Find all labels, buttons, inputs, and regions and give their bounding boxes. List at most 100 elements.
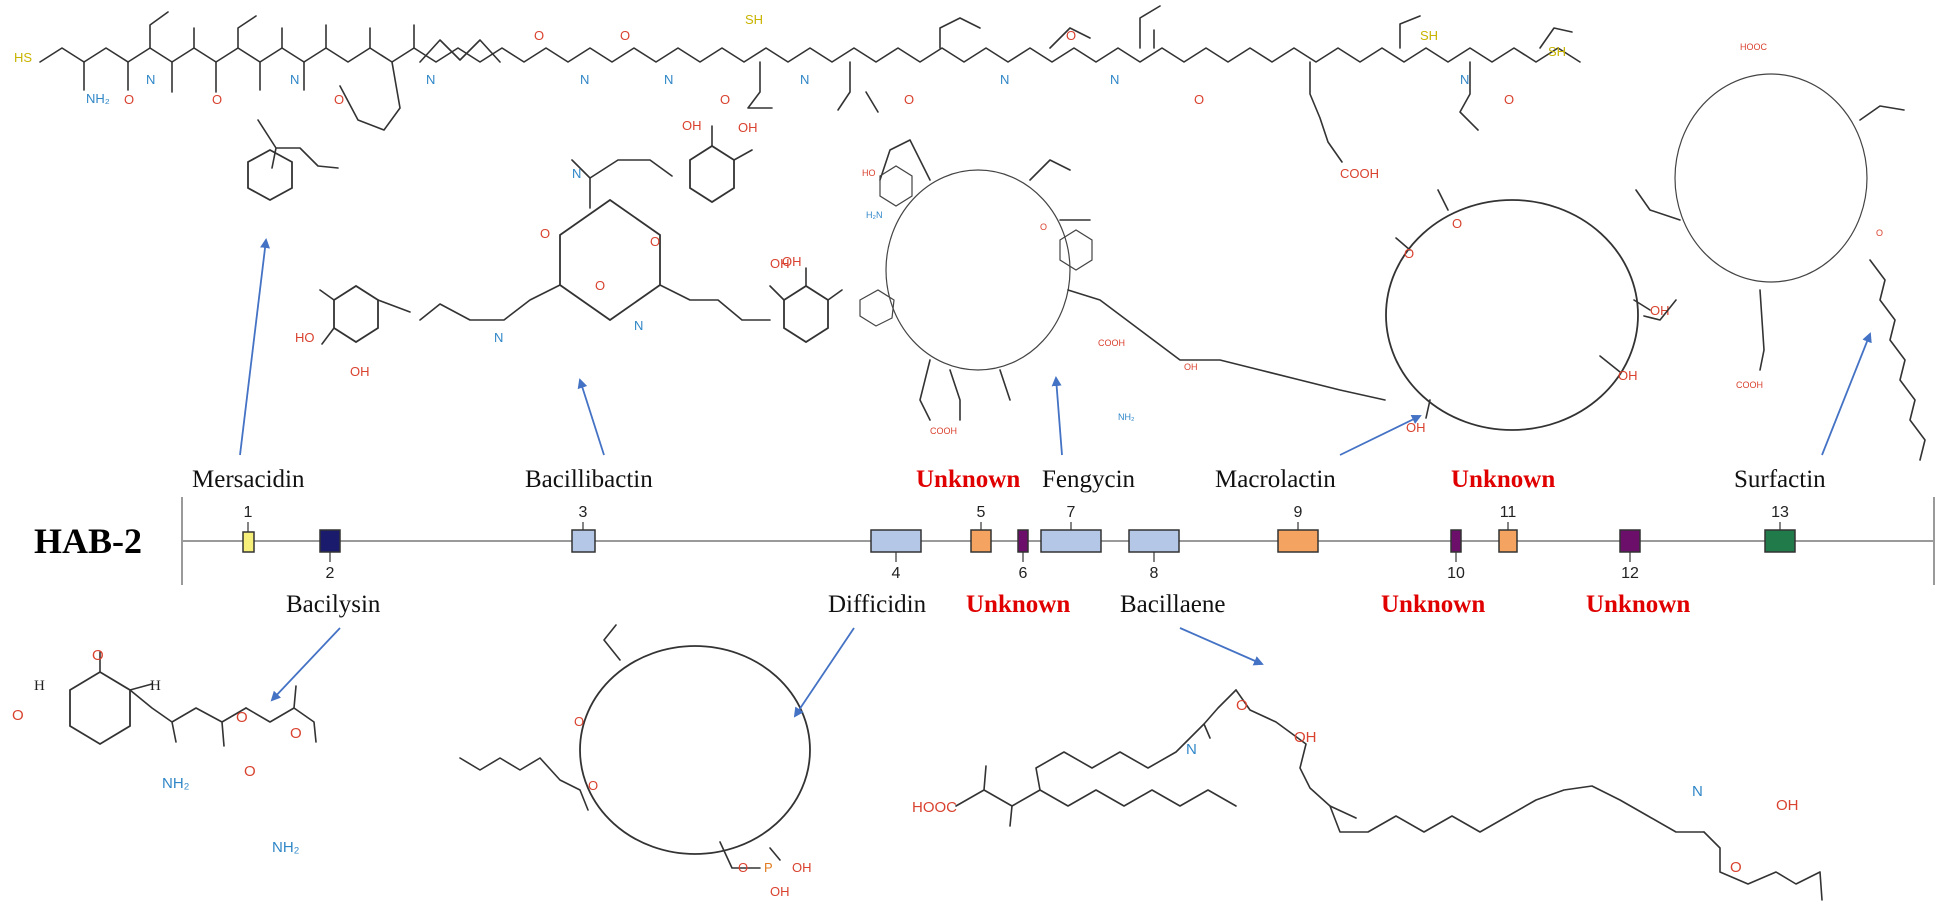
arrows — [239, 238, 1872, 718]
cooh-atom-label: COOH — [1098, 338, 1125, 348]
cluster-number: 9 — [1294, 504, 1303, 521]
sh-atom-label: SH — [1420, 28, 1438, 43]
oh-atom-label: OH — [1294, 729, 1317, 746]
cluster-10: 10 — [1447, 529, 1465, 582]
n-atom-label: N — [572, 166, 581, 181]
o-atom-label: O — [1236, 697, 1248, 714]
o-atom-label: O — [1452, 216, 1462, 231]
mersacidin-structure: HS NH₂ O N O N O N O N O N O SH N O N O … — [14, 5, 1581, 202]
n-atom-label: N — [664, 72, 673, 87]
cluster-number: 8 — [1150, 565, 1159, 582]
cluster-box — [1764, 529, 1796, 553]
bacilysin-structure: O H H O NH₂ O O O NH₂ — [12, 647, 317, 856]
label-fengycin: Fengycin — [1042, 466, 1136, 493]
cluster-box — [1498, 529, 1518, 553]
cluster-box — [571, 529, 596, 553]
cooh-atom-label: COOH — [1340, 166, 1379, 181]
o-atom-label: O — [244, 763, 256, 780]
o-atom-label: O — [1194, 92, 1204, 107]
sh-atom-label: SH — [745, 12, 763, 27]
oh-atom-label: OH — [682, 118, 702, 133]
oh-atom-label: OH — [770, 256, 790, 271]
o-atom-label: O — [1040, 222, 1047, 232]
cluster-number: 7 — [1067, 504, 1076, 521]
cluster-12: 12 — [1619, 529, 1641, 582]
label-unknown-11: Unknown — [1451, 466, 1555, 493]
cooh-atom-label: COOH — [1736, 380, 1763, 390]
n-atom-label: N — [634, 318, 643, 333]
o-atom-label: O — [720, 92, 730, 107]
arrow-difficidin — [793, 627, 855, 718]
nh2-atom-label: NH₂ — [272, 839, 300, 856]
o-atom-label: O — [1504, 92, 1514, 107]
cluster-number: 4 — [892, 565, 901, 582]
cluster-box — [1277, 529, 1319, 553]
arrow-fengycin — [1051, 376, 1063, 456]
strain-label: HAB-2 — [34, 521, 142, 561]
macrolactin-structure: O O OH OH OH — [1385, 189, 1670, 435]
h-atom-label: H — [34, 678, 45, 694]
o-atom-label: O — [1404, 246, 1414, 261]
cluster-number: 1 — [244, 504, 253, 521]
cluster-box — [319, 529, 341, 553]
oh-atom-label: OH — [770, 884, 790, 899]
n-atom-label: N — [800, 72, 809, 87]
cluster-8: 8 — [1128, 529, 1180, 582]
o-atom-label: O — [534, 28, 544, 43]
n-atom-label: N — [146, 72, 155, 87]
label-mersacidin: Mersacidin — [192, 466, 305, 493]
cluster-number: 10 — [1447, 565, 1465, 582]
cluster-number: 3 — [579, 504, 588, 521]
oh-atom-label: OH — [792, 860, 812, 875]
label-bacillibactin: Bacillibactin — [525, 466, 653, 493]
o-atom-label: O — [1066, 28, 1076, 43]
o-atom-label: O — [334, 92, 344, 107]
nh2-atom-label: NH₂ — [86, 91, 110, 106]
cluster-11: 11 — [1498, 504, 1518, 553]
arrow-macrolactin — [1339, 415, 1422, 456]
n-atom-label: N — [1460, 72, 1469, 87]
o-atom-label: O — [588, 778, 598, 793]
cluster-7: 7 — [1040, 504, 1102, 553]
o-atom-label: O — [620, 28, 630, 43]
o-atom-label: O — [92, 647, 104, 664]
oh-atom-label: OH — [1776, 797, 1799, 814]
arrow-bacilysin — [270, 627, 341, 702]
label-unknown-6: Unknown — [966, 591, 1070, 618]
cluster-number: 13 — [1771, 504, 1789, 521]
label-surfactin: Surfactin — [1734, 466, 1826, 493]
o-atom-label: O — [1876, 228, 1883, 238]
arrow-bacillaene — [1179, 627, 1264, 666]
o-atom-label: O — [290, 725, 302, 742]
p-atom-label: P — [764, 860, 773, 875]
label-bacillaene: Bacillaene — [1120, 591, 1226, 618]
n-atom-label: N — [494, 330, 503, 345]
cluster-box — [242, 531, 255, 553]
cluster-number: 5 — [977, 504, 986, 521]
bacillibactin-structure: OH OH N O O O N OH OH N HO OH — [295, 118, 843, 379]
label-bacilysin: Bacilysin — [286, 591, 381, 618]
hooc-atom-label: HOOC — [912, 799, 957, 816]
o-atom-label: O — [212, 92, 222, 107]
label-difficidin: Difficidin — [828, 591, 927, 618]
oh-atom-label: OH — [1650, 303, 1670, 318]
cluster-box — [1128, 529, 1180, 553]
cooh-atom-label: COOH — [930, 426, 957, 436]
cluster-3: 3 — [571, 504, 596, 553]
compound-labels: Mersacidin Bacillibactin Unknown Fengyci… — [192, 466, 1826, 618]
ho-atom-label: HO — [295, 330, 315, 345]
cluster-9: 9 — [1277, 504, 1319, 553]
o-atom-label: O — [12, 707, 24, 724]
cluster-box — [1450, 529, 1462, 553]
nh2-atom-label: NH₂ — [1118, 412, 1135, 422]
o-atom-label: O — [540, 226, 550, 241]
label-unknown-12: Unknown — [1586, 591, 1690, 618]
n-atom-label: N — [290, 72, 299, 87]
cluster-box — [1040, 529, 1102, 553]
arrow-mersacidin — [239, 238, 271, 456]
h-atom-label: H — [150, 678, 161, 694]
sh-atom-label: HS — [14, 50, 32, 65]
label-unknown-10: Unknown — [1381, 591, 1485, 618]
hooc-atom-label: HOOC — [1740, 42, 1768, 52]
